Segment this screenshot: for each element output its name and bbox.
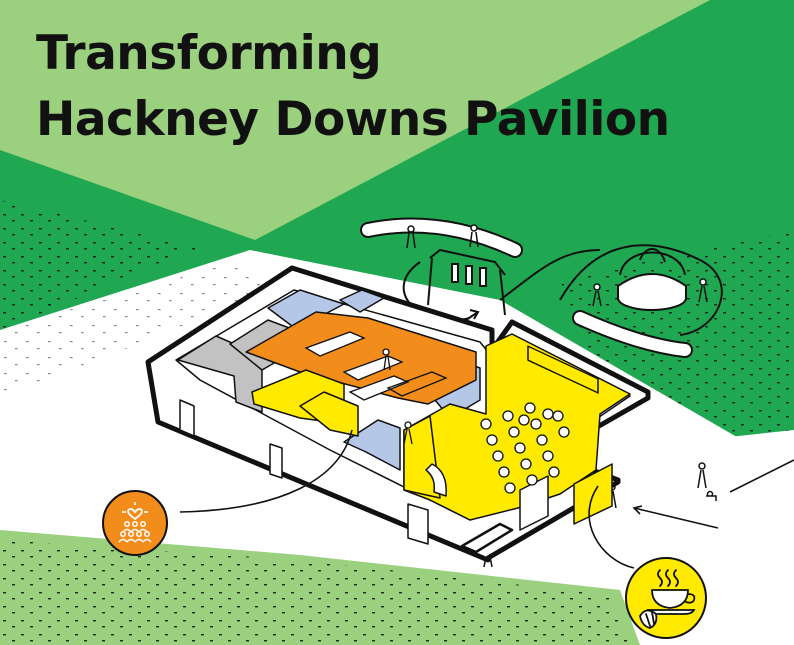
furniture <box>304 331 570 494</box>
community-hall-icon <box>102 490 168 556</box>
cafe-icon <box>625 557 707 639</box>
page-title-line-2: Hackney Downs Pavilion <box>36 92 670 147</box>
page-title-line-1: Transforming <box>36 26 382 81</box>
callout-lines <box>179 429 794 569</box>
pavilion-building <box>145 265 651 563</box>
